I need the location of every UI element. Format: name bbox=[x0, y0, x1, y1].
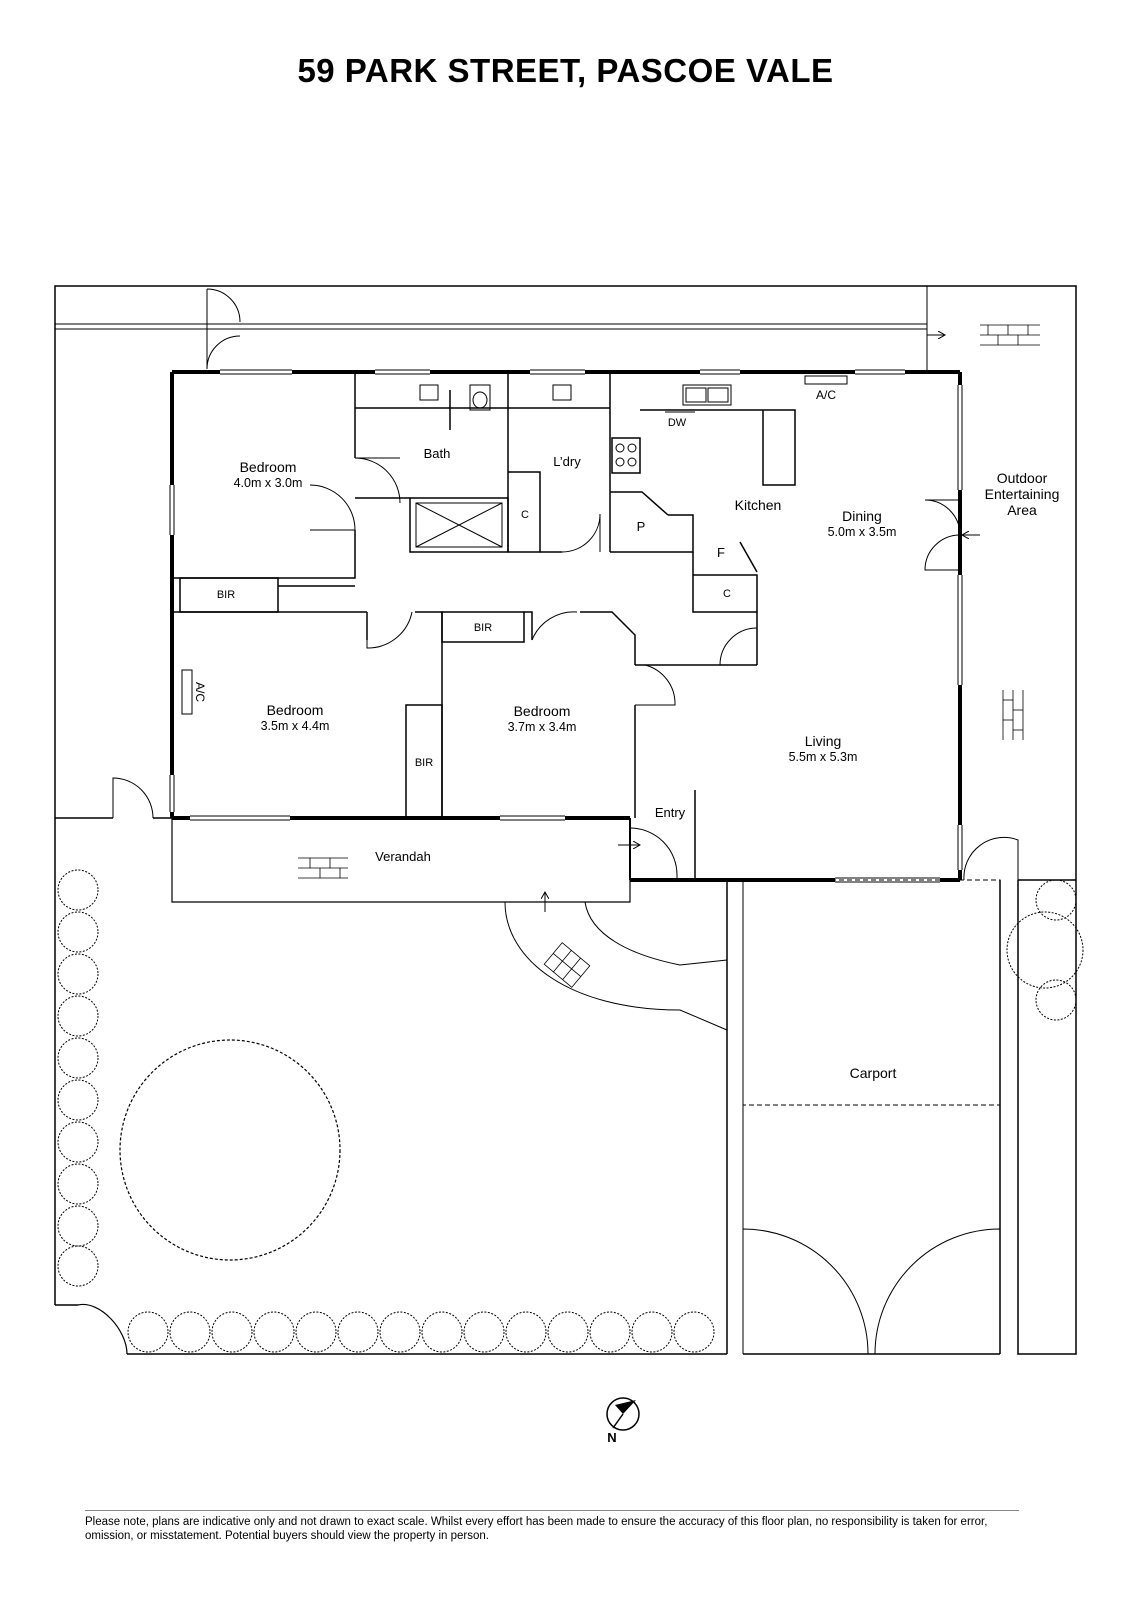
room-dims-bedroom2: 3.5m x 4.4m bbox=[261, 719, 330, 733]
disclaimer-text: Please note, plans are indicative only a… bbox=[85, 1516, 988, 1542]
interior-walls bbox=[172, 372, 796, 880]
garden-curve bbox=[77, 1303, 128, 1355]
room-label-bedroom2: Bedroom bbox=[267, 702, 324, 718]
label-ac-bedroom2: A/C bbox=[193, 682, 207, 702]
shrub-row-left bbox=[57, 869, 99, 1287]
label-cupboard-laundry: C bbox=[521, 509, 529, 521]
compass-needle bbox=[612, 1413, 624, 1429]
doors bbox=[309, 457, 961, 880]
room-label-entry: Entry bbox=[655, 805, 686, 820]
north-arrow-icon bbox=[615, 1400, 636, 1414]
front-path bbox=[504, 901, 728, 1031]
room-label-bath: Bath bbox=[424, 446, 451, 461]
area-label-verandah: Verandah bbox=[375, 849, 431, 864]
room-dims-dining: 5.0m x 3.5m bbox=[828, 525, 897, 539]
paving-hatches bbox=[298, 324, 1040, 988]
area-label-outdoor-3: Area bbox=[1007, 502, 1037, 518]
label-ac-kitchen: A/C bbox=[816, 388, 836, 402]
room-label-dining: Dining bbox=[842, 508, 882, 524]
room-label-bedroom1: Bedroom bbox=[240, 459, 297, 475]
room-label-laundry: L’dry bbox=[553, 454, 581, 469]
room-label-bedroom3: Bedroom bbox=[514, 703, 571, 719]
compass-north-label: N bbox=[607, 1430, 616, 1445]
fixtures bbox=[181, 375, 848, 715]
access-arrows bbox=[545, 335, 980, 912]
label-bir-bedroom3: BIR bbox=[474, 622, 492, 634]
carport-outline bbox=[742, 879, 1001, 1106]
area-label-outdoor-2: Entertaining bbox=[985, 486, 1060, 502]
disclaimer-divider bbox=[85, 1510, 1019, 1511]
room-label-living: Living bbox=[805, 733, 842, 749]
area-label-carport: Carport bbox=[850, 1065, 897, 1081]
site-boundary bbox=[54, 285, 1077, 1355]
room-dims-living: 5.5m x 5.3m bbox=[789, 750, 858, 764]
shrubs-right bbox=[1006, 879, 1084, 1021]
label-bir-bedroom1: BIR bbox=[217, 589, 235, 601]
house-walls bbox=[169, 369, 963, 883]
label-fridge: F bbox=[717, 545, 725, 560]
tree bbox=[119, 1039, 341, 1261]
label-cupboard-hall: C bbox=[723, 588, 731, 600]
label-bir-bedroom2: BIR bbox=[415, 757, 433, 769]
gates bbox=[112, 288, 1019, 1355]
shrub-row-bottom bbox=[127, 1311, 715, 1353]
room-dims-bedroom1: 4.0m x 3.0m bbox=[234, 476, 303, 490]
label-pantry: P bbox=[637, 519, 646, 534]
garden-corner bbox=[55, 1305, 127, 1354]
page-title: 59 PARK STREET, PASCOE VALE bbox=[297, 52, 834, 89]
area-label-outdoor-1: Outdoor bbox=[997, 470, 1048, 486]
room-label-kitchen: Kitchen bbox=[735, 497, 782, 513]
compass-icon bbox=[606, 1397, 640, 1431]
compass: N bbox=[606, 1397, 640, 1445]
verandah bbox=[171, 818, 631, 903]
label-dishwasher: DW bbox=[668, 417, 687, 429]
room-dims-bedroom3: 3.7m x 3.4m bbox=[508, 720, 577, 734]
